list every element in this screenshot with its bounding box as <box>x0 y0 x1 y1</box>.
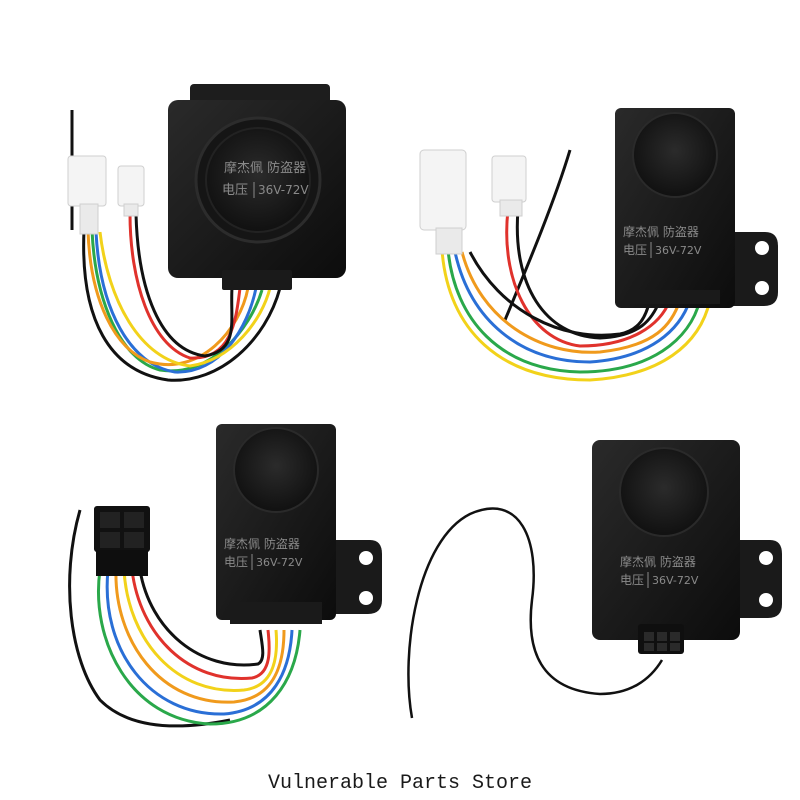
svg-text:36V-72V: 36V-72V <box>652 574 699 587</box>
svg-text:摩杰佩 防盗器: 摩杰佩 防盗器 <box>224 536 300 551</box>
alarm-unit-plug: 摩杰佩 防盗器 电压 36V-72V <box>68 424 382 728</box>
store-caption: Vulnerable Parts Store <box>267 772 533 795</box>
svg-text:36V-72V: 36V-72V <box>256 556 303 569</box>
svg-text:电压: 电压 <box>623 243 647 257</box>
alarm-unit-front: 摩杰佩 防盗器 电压 36V-72V <box>67 84 346 382</box>
svg-text:电压: 电压 <box>224 555 248 569</box>
svg-text:电压: 电压 <box>620 573 644 587</box>
device-voltage-value: 36V-72V <box>258 183 309 197</box>
svg-text:摩杰佩 防盗器: 摩杰佩 防盗器 <box>620 554 696 569</box>
device-voltage-label: 电压 <box>222 183 248 198</box>
device-title-text: 摩杰佩 防盗器 <box>224 160 306 176</box>
alarm-unit-single-wire: 摩杰佩 防盗器 电压 36V-72V <box>407 440 782 719</box>
alarm-unit-side: 摩杰佩 防盗器 电压 36V-72V <box>419 108 778 382</box>
svg-text:36V-72V: 36V-72V <box>655 244 702 257</box>
svg-text:摩杰佩 防盗器: 摩杰佩 防盗器 <box>623 224 699 239</box>
